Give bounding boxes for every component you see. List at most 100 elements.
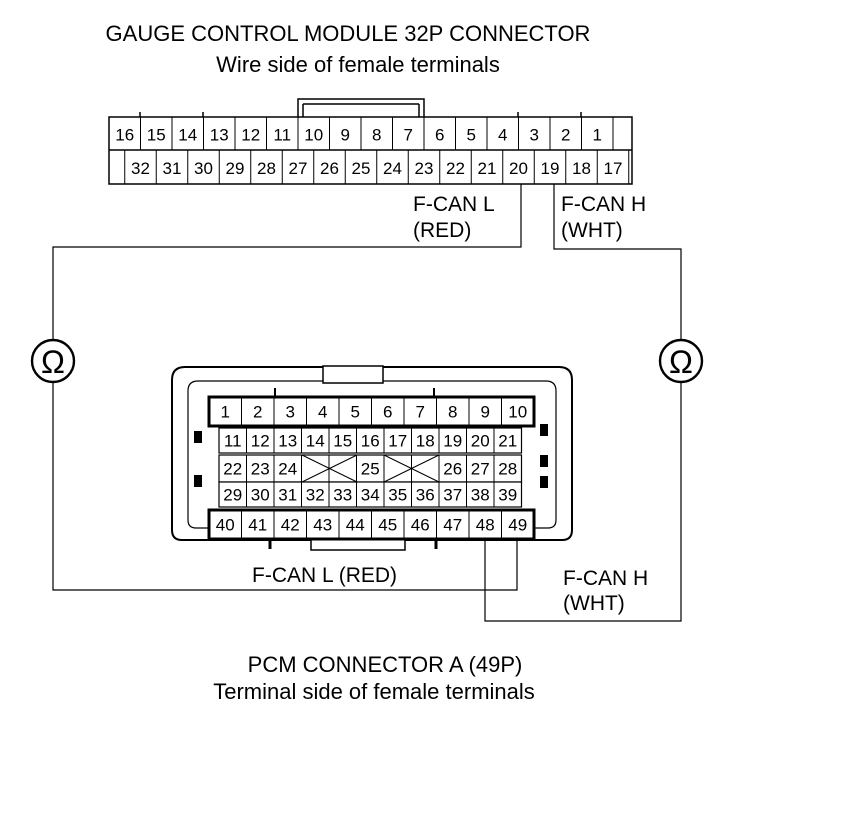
pcm-terminal-34: 34 bbox=[361, 486, 380, 505]
gcm-terminal-26: 26 bbox=[320, 159, 339, 178]
pcm-terminal-4: 4 bbox=[318, 403, 327, 422]
gcm-terminal-31: 31 bbox=[163, 159, 182, 178]
gcm-terminal-16: 16 bbox=[115, 126, 134, 145]
gcm-terminal-5: 5 bbox=[467, 126, 476, 145]
pcm-terminal-10: 10 bbox=[508, 403, 527, 422]
pcm-terminal-11: 11 bbox=[224, 432, 242, 451]
gcm-terminal-13: 13 bbox=[210, 126, 229, 145]
pcm-row-frame bbox=[218, 427, 523, 454]
gcm-terminal-30: 30 bbox=[194, 159, 213, 178]
gcm-terminal-17: 17 bbox=[604, 159, 623, 178]
pcm-terminal-37: 37 bbox=[443, 486, 462, 505]
gcm-terminal-19: 19 bbox=[541, 159, 560, 178]
pcm-terminal-38: 38 bbox=[471, 486, 490, 505]
gcm-terminal-9: 9 bbox=[341, 126, 350, 145]
gcm-terminal-21: 21 bbox=[478, 159, 497, 178]
pcm-terminal-18: 18 bbox=[416, 432, 435, 451]
fcan-h-top-color: (WHT) bbox=[561, 219, 623, 242]
pcm-terminal-17: 17 bbox=[388, 432, 407, 451]
pcm-terminal-9: 9 bbox=[481, 403, 490, 422]
pcm-terminal-27: 27 bbox=[471, 460, 490, 479]
gcm-connector bbox=[108, 98, 633, 185]
fcan-l-top-label: F-CAN L bbox=[413, 193, 495, 216]
pcm-connector-subtitle: Terminal side of female terminals bbox=[213, 679, 535, 704]
pcm-terminal-26: 26 bbox=[443, 460, 462, 479]
gcm-terminal-22: 22 bbox=[446, 159, 465, 178]
pcm-terminal-20: 20 bbox=[471, 432, 490, 451]
pcm-terminal-40: 40 bbox=[216, 516, 235, 535]
pcm-terminal-2: 2 bbox=[253, 403, 262, 422]
wires bbox=[52, 184, 682, 622]
gcm-terminal-14: 14 bbox=[178, 126, 197, 145]
gcm-terminal-20: 20 bbox=[509, 159, 528, 178]
pcm-connector-title: PCM CONNECTOR A (49P) bbox=[248, 652, 523, 677]
ohmmeter-icon: Ω bbox=[30, 338, 76, 384]
ohm-symbol-left: Ω bbox=[41, 344, 65, 380]
pcm-terminal-6: 6 bbox=[383, 403, 392, 422]
pcm-terminal-33: 33 bbox=[333, 486, 352, 505]
pcm-terminal-47: 47 bbox=[443, 516, 462, 535]
gcm-terminal-10: 10 bbox=[304, 126, 323, 145]
gcm-terminal-24: 24 bbox=[383, 159, 402, 178]
pcm-terminal-14: 14 bbox=[306, 432, 325, 451]
pcm-terminal-30: 30 bbox=[251, 486, 270, 505]
pcm-terminal-15: 15 bbox=[333, 432, 352, 451]
pcm-terminal-16: 16 bbox=[361, 432, 380, 451]
gcm-connector-title: GAUGE CONTROL MODULE 32P CONNECTOR bbox=[106, 21, 591, 46]
pcm-terminal-19: 19 bbox=[443, 432, 462, 451]
pcm-terminal-8: 8 bbox=[448, 403, 457, 422]
fcan-l-top-color: (RED) bbox=[413, 219, 471, 242]
fcan-h-bottom-label: F-CAN H bbox=[563, 567, 648, 590]
pcm-terminal-28: 28 bbox=[498, 460, 517, 479]
pcm-terminal-3: 3 bbox=[286, 403, 295, 422]
pcm-terminal-24: 24 bbox=[278, 460, 297, 479]
gcm-terminal-6: 6 bbox=[435, 126, 444, 145]
pcm-terminal-46: 46 bbox=[411, 516, 430, 535]
pcm-terminal-35: 35 bbox=[388, 486, 407, 505]
gcm-terminal-18: 18 bbox=[572, 159, 591, 178]
pcm-terminal-23: 23 bbox=[251, 460, 270, 479]
gcm-terminal-29: 29 bbox=[226, 159, 245, 178]
gcm-terminal-15: 15 bbox=[147, 126, 166, 145]
gcm-terminal-11: 11 bbox=[273, 126, 291, 145]
gcm-terminal-2: 2 bbox=[561, 126, 570, 145]
pcm-terminal-5: 5 bbox=[351, 403, 360, 422]
fcan-h-top-label: F-CAN H bbox=[561, 193, 646, 216]
pcm-terminal-29: 29 bbox=[223, 486, 242, 505]
pcm-row-frame bbox=[218, 454, 523, 483]
fcan-h-bottom-color: (WHT) bbox=[563, 592, 625, 615]
gcm-terminal-27: 27 bbox=[289, 159, 308, 178]
gcm-terminal-12: 12 bbox=[241, 126, 260, 145]
pcm-terminal-36: 36 bbox=[416, 486, 435, 505]
gcm-terminal-4: 4 bbox=[498, 126, 507, 145]
pcm-terminal-31: 31 bbox=[278, 486, 297, 505]
gcm-terminal-3: 3 bbox=[530, 126, 539, 145]
pcm-connector bbox=[171, 365, 573, 551]
pcm-side-keys bbox=[194, 424, 548, 488]
ohmmeter-icon: Ω bbox=[658, 338, 704, 384]
ohm-symbol-right: Ω bbox=[669, 344, 693, 380]
gcm-terminal-8: 8 bbox=[372, 126, 381, 145]
gcm-terminal-28: 28 bbox=[257, 159, 276, 178]
blocked-terminal-mark bbox=[383, 454, 440, 483]
pcm-terminal-42: 42 bbox=[281, 516, 300, 535]
gcm-terminal-25: 25 bbox=[352, 159, 371, 178]
pcm-terminal-45: 45 bbox=[378, 516, 397, 535]
blocked-terminal-mark bbox=[301, 454, 358, 483]
pcm-terminal-7: 7 bbox=[416, 403, 425, 422]
pcm-terminal-44: 44 bbox=[346, 516, 365, 535]
pcm-terminal-21: 21 bbox=[498, 432, 517, 451]
pcm-terminal-12: 12 bbox=[251, 432, 270, 451]
pcm-terminal-43: 43 bbox=[313, 516, 332, 535]
gcm-terminal-1: 1 bbox=[593, 126, 602, 145]
pcm-terminal-25: 25 bbox=[361, 460, 380, 479]
pcm-terminal-1: 1 bbox=[221, 403, 230, 422]
gcm-terminal-32: 32 bbox=[131, 159, 150, 178]
pcm-terminal-22: 22 bbox=[223, 460, 242, 479]
fcan-l-bottom-label: F-CAN L (RED) bbox=[252, 564, 397, 587]
gcm-terminal-23: 23 bbox=[415, 159, 434, 178]
pcm-terminal-32: 32 bbox=[306, 486, 325, 505]
gcm-connector-subtitle: Wire side of female terminals bbox=[216, 52, 500, 77]
pcm-terminal-13: 13 bbox=[278, 432, 297, 451]
